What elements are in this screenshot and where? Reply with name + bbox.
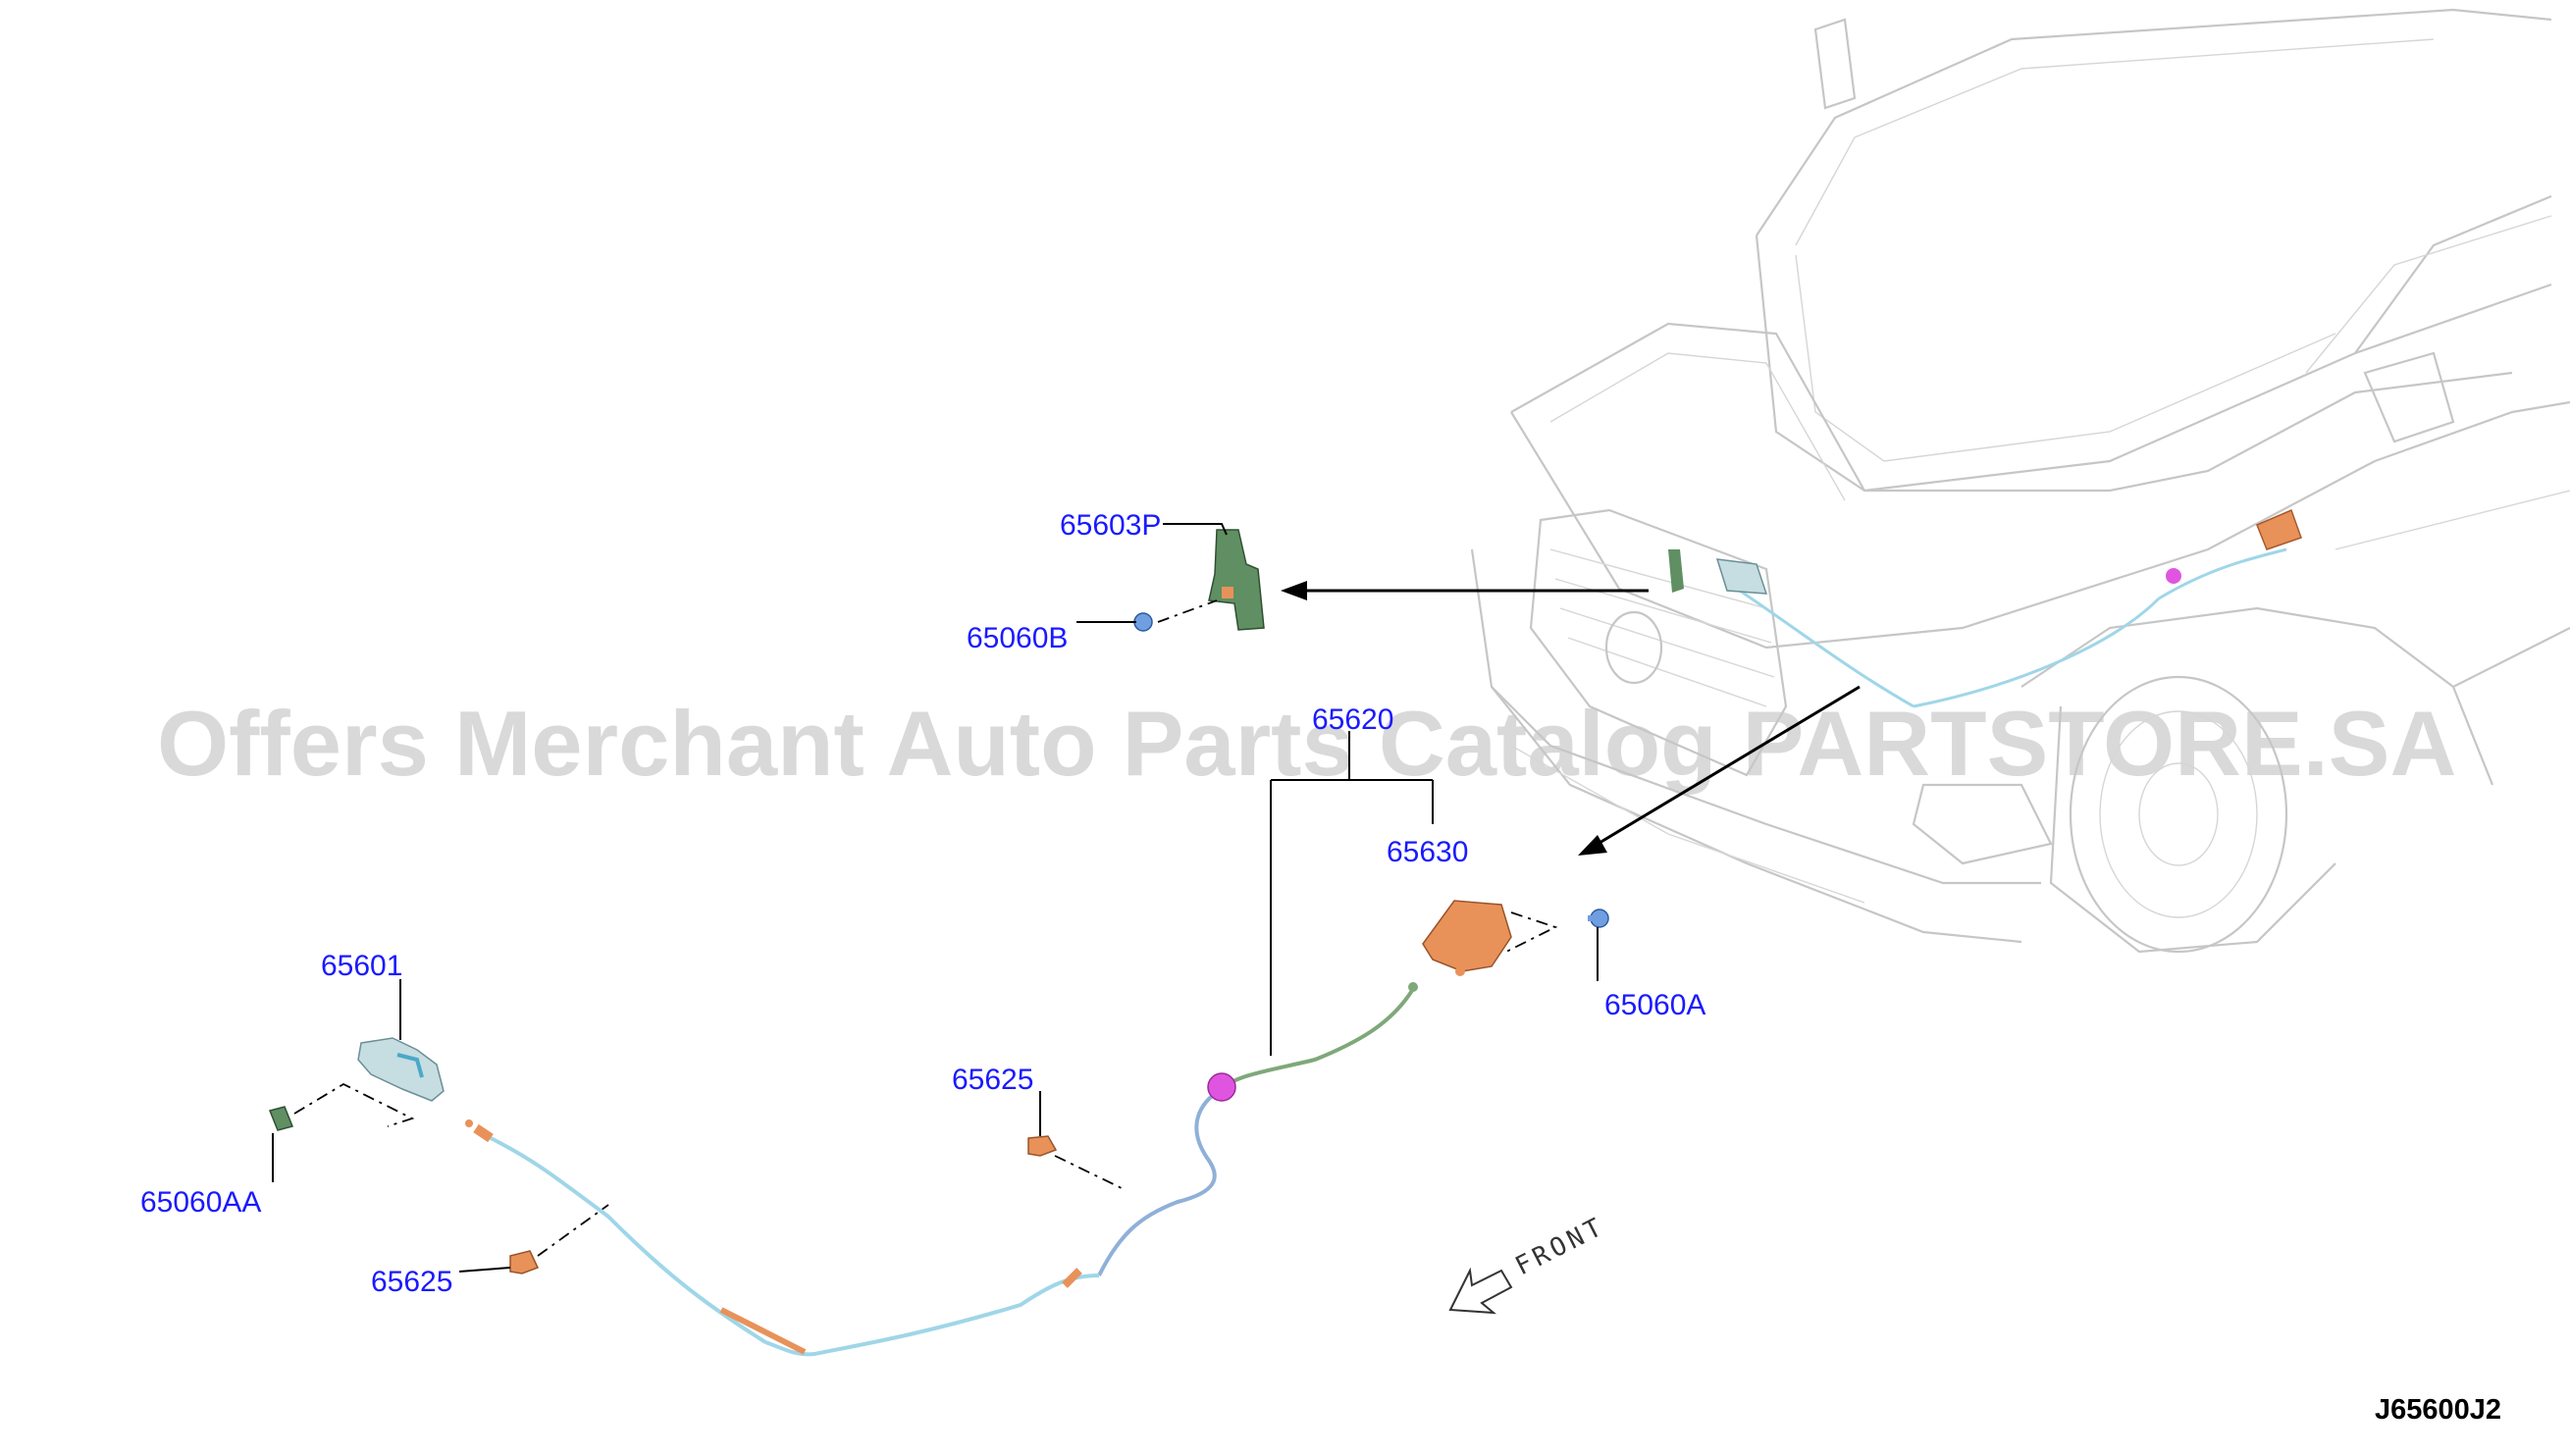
label-65620[interactable]: 65620 [1312,703,1393,736]
lever-part-65630 [1422,900,1558,976]
label-65060AA[interactable]: 65060AA [140,1186,261,1219]
watermark-text: Offers Merchant Auto Parts Catalog PARTS… [157,692,2456,795]
label-65625-lower[interactable]: 65625 [371,1266,452,1298]
handle-part-65601 [293,1037,445,1127]
vehicle-outline [1470,8,2570,954]
front-direction-indicator: FRONT [1448,1212,1610,1315]
front-label: FRONT [1511,1212,1610,1281]
installed-hood-release-cable [1668,508,2302,708]
label-65601[interactable]: 65601 [321,950,402,982]
callout-arrows [1281,581,1861,856]
clip-part-65060B [1133,612,1153,632]
clip-part-65060A [1588,909,1609,928]
label-65603P[interactable]: 65603P [1060,509,1161,542]
hood-lock-part-65603P [1157,529,1265,631]
leader-lines [272,523,1599,1273]
diagram-code: J65600J2 [2375,1394,2501,1426]
cable-part-65620 [465,982,1418,1357]
grommet-part-65625-upper [1027,1135,1125,1190]
grommet-part-65625-lower [509,1204,609,1274]
label-65630[interactable]: 65630 [1387,836,1468,868]
clip-part-65060AA [268,1106,294,1131]
label-65625-upper[interactable]: 65625 [952,1064,1033,1096]
label-65060A[interactable]: 65060A [1604,989,1705,1021]
label-65060B[interactable]: 65060B [967,622,1068,654]
